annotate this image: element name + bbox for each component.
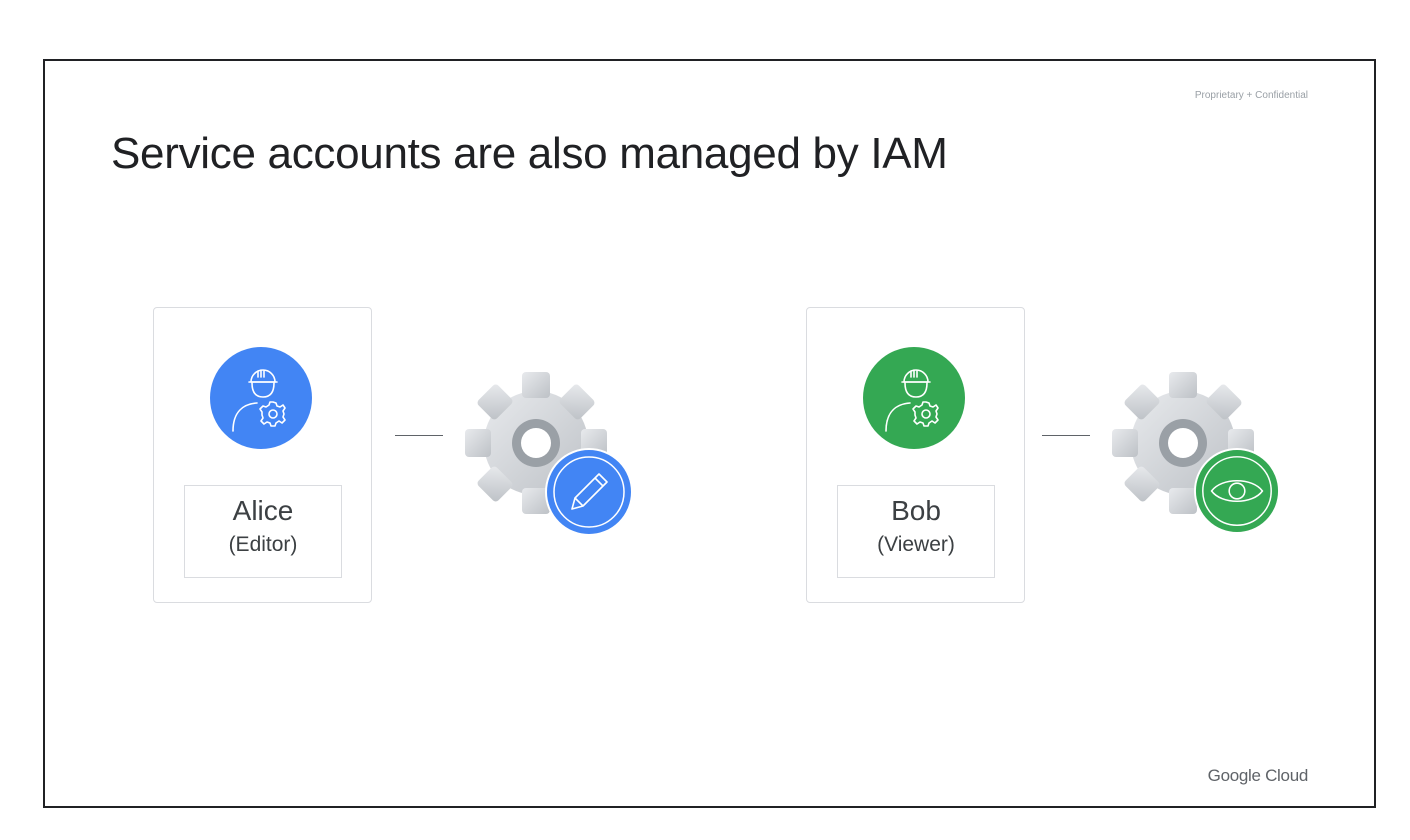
user-card-bob: Bob (Viewer) [806,307,1025,603]
role-label-box: Bob (Viewer) [837,485,995,578]
service-worker-avatar-icon [863,347,965,449]
user-role: (Viewer) [877,533,955,556]
user-name: Bob [891,495,941,526]
user-name: Alice [232,495,294,526]
google-cloud-logo: Google Cloud [1207,766,1309,785]
pencil-icon [571,473,608,510]
viewer-badge [1194,448,1280,534]
slide: Proprietary + Confidential Service accou… [43,59,1376,808]
user-card-alice: Alice (Editor) [153,307,372,603]
connector-line [395,435,443,436]
confidential-label: Proprietary + Confidential [1194,90,1308,101]
service-worker-avatar-icon [210,347,312,449]
user-role: (Editor) [228,533,298,556]
connector-line [1042,435,1090,436]
eye-icon [1210,480,1264,502]
role-label-box: Alice (Editor) [184,485,342,578]
slide-title: Service accounts are also managed by IAM [111,129,948,178]
editor-badge [545,448,633,536]
gear-icon [465,372,607,514]
